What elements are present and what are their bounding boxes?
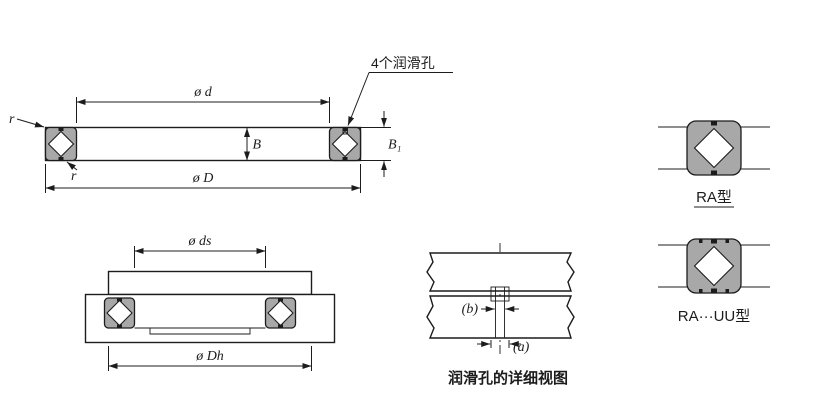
lubrication-holes-label: 4个润滑孔	[371, 55, 435, 71]
port-bore-lines	[495, 287, 505, 301]
dimension-radius-bottom: r	[66, 161, 78, 184]
ra-type-label: RA型	[696, 189, 732, 206]
extension-lines	[361, 127, 391, 161]
upper-section-band	[426, 252, 575, 292]
ra-type-symbol: RA型	[658, 120, 770, 208]
lubrication-hole-detail: (b) (a) 润滑孔的详细视图	[426, 243, 575, 387]
mounting-cross-section: ø ds ø Dh	[84, 234, 336, 371]
dim-b-label: (b)	[462, 302, 479, 317]
leader-line	[66, 161, 78, 171]
relief-channel	[149, 328, 251, 335]
extension-lines	[76, 97, 330, 123]
dim-a-label: (a)	[513, 340, 530, 355]
seal-marks	[699, 239, 729, 293]
extension-lines	[490, 340, 510, 348]
lubrication-hole-mark	[342, 127, 348, 135]
clamp-plate-outline	[107, 270, 313, 296]
ring-split-notches	[117, 298, 283, 328]
ra-uu-type-symbol: RA···UU型	[658, 238, 770, 325]
leader-line	[347, 72, 370, 126]
crossed-roller-right	[331, 130, 359, 158]
lower-section-band	[426, 295, 575, 339]
dimension-housing-bore: ø Dh	[108, 346, 312, 371]
dim-B-label: B	[253, 138, 262, 153]
ring-split-notches	[58, 127, 348, 161]
lubrication-holes-callout: 4个润滑孔	[347, 55, 453, 126]
extension-lines	[134, 246, 266, 268]
dim-D-label: ø D	[192, 171, 214, 186]
dimension-outer-diameter: ø D	[45, 164, 361, 193]
through-hole-lines	[495, 301, 505, 338]
leader-line	[16, 118, 45, 128]
dim-B1-label: B₁	[388, 138, 401, 153]
dimension-radius-top: r	[9, 112, 45, 128]
detail-view-caption: 润滑孔的详细视图	[448, 369, 568, 387]
dimension-a: (a)	[477, 340, 530, 355]
crossed-roller	[693, 245, 735, 287]
dimension-width-B: B	[244, 128, 262, 161]
adjacent-surface-lines	[658, 126, 770, 170]
dimension-b: (b)	[462, 302, 519, 317]
dimension-shaft-seat: ø ds	[134, 234, 266, 268]
adjacent-surface-lines	[658, 244, 770, 288]
ra-uu-type-label: RA···UU型	[678, 308, 751, 325]
dim-r-bottom-label: r	[71, 169, 77, 184]
crossed-roller	[693, 127, 735, 169]
dimension-inner-diameter: ø d	[76, 85, 330, 123]
ring-split-notches	[711, 121, 717, 175]
ring-split-notches	[711, 239, 717, 293]
dim-Dh-label: ø Dh	[195, 349, 224, 364]
crossed-roller-left	[47, 130, 75, 158]
dim-ds-label: ø ds	[188, 234, 213, 249]
main-cross-section: ø d ø D B B₁ r r	[9, 55, 453, 193]
dim-r-top-label: r	[9, 112, 15, 127]
dim-d-label: ø d	[193, 85, 213, 100]
lubrication-port	[490, 286, 510, 302]
dimension-width-B1: B₁	[361, 111, 401, 177]
bearing-outline	[44, 126, 362, 162]
